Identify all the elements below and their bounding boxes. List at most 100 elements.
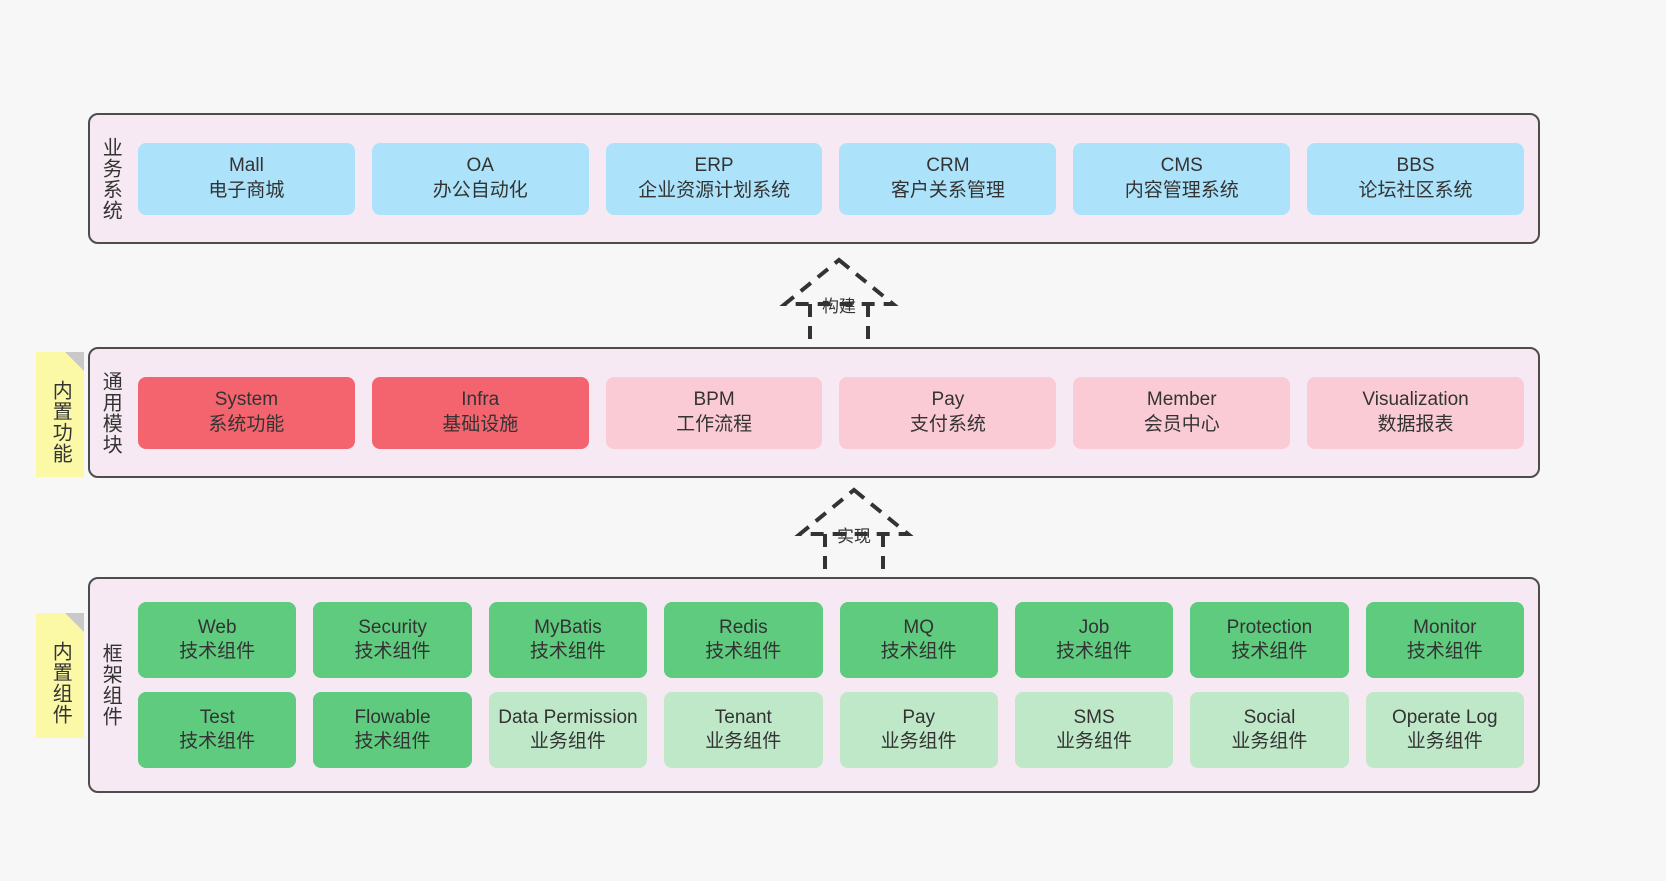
connector-build: 构建 [754, 254, 924, 354]
card-title: SMS [1073, 706, 1115, 728]
card-title: Job [1078, 616, 1110, 638]
card-subtitle: 业务组件 [705, 731, 782, 752]
note-builtin-function: 内置功能 [36, 352, 84, 477]
card-oa[interactable]: OA 办公自动化 [371, 142, 589, 215]
card-redis[interactable]: Redis 技术组件 [664, 602, 823, 678]
card-title: System [214, 389, 279, 411]
card-subtitle: 数据报表 [1377, 413, 1454, 435]
card-subtitle: 技术组件 [1056, 641, 1133, 662]
card-bbs[interactable]: BBS 论坛社区系统 [1307, 142, 1524, 215]
card-subtitle: 基础设施 [442, 413, 519, 435]
card-subtitle: 内容管理系统 [1124, 179, 1239, 201]
layer-title-common-modules: 通用模块 [99, 370, 122, 455]
card-job[interactable]: Job 技术组件 [1014, 602, 1174, 678]
card-title: Test [199, 706, 235, 728]
card-subtitle: 电子商城 [208, 179, 285, 201]
card-title: Visualization [1362, 389, 1469, 411]
card-member[interactable]: Member 会员中心 [1073, 376, 1291, 449]
card-subtitle: 业务组件 [1231, 731, 1308, 752]
card-title: Infra [461, 389, 500, 411]
card-title: Security [358, 616, 427, 638]
card-subtitle: 业务组件 [880, 731, 957, 752]
layer-common-modules: 通用模块 System 系统功能 Infra 基础设施 BPM 工作流程 Pay… [88, 347, 1540, 478]
card-cms[interactable]: CMS 内容管理系统 [1073, 142, 1291, 215]
card-subtitle: 系统功能 [208, 413, 285, 435]
card-title: Mall [228, 155, 264, 177]
card-subtitle: 支付系统 [909, 413, 986, 435]
connector-build-label: 构建 [822, 297, 856, 316]
card-title: Protection [1226, 616, 1313, 638]
card-title: Social [1243, 706, 1296, 728]
card-title: Redis [719, 616, 768, 638]
card-subtitle: 业务组件 [1406, 731, 1483, 752]
card-title: Pay [902, 706, 936, 728]
card-subtitle: 技术组件 [529, 641, 606, 662]
card-operate-log[interactable]: Operate Log 业务组件 [1365, 692, 1524, 768]
card-pay-component[interactable]: Pay 业务组件 [839, 692, 998, 768]
card-title: CRM [926, 155, 970, 177]
card-title: Monitor [1413, 616, 1477, 638]
card-subtitle: 客户关系管理 [890, 179, 1005, 201]
note-text: 内置功能 [49, 379, 72, 464]
card-row: Web 技术组件 Security 技术组件 MyBatis 技术组件 Redi… [138, 602, 1524, 678]
card-subtitle: 技术组件 [179, 641, 256, 662]
card-bpm[interactable]: BPM 工作流程 [605, 376, 823, 449]
card-title: Member [1146, 389, 1217, 411]
card-subtitle: 技术组件 [1231, 641, 1308, 662]
card-subtitle: 工作流程 [676, 413, 753, 435]
card-subtitle: 技术组件 [354, 641, 431, 662]
card-subtitle: 企业资源计划系统 [638, 179, 791, 201]
card-subtitle: 技术组件 [880, 641, 957, 662]
card-tenant[interactable]: Tenant 业务组件 [664, 692, 823, 768]
card-title: MyBatis [534, 616, 602, 638]
note-text: 内置组件 [49, 640, 72, 725]
card-web[interactable]: Web 技术组件 [138, 602, 297, 678]
card-title: Pay [931, 389, 965, 411]
card-infra[interactable]: Infra 基础设施 [371, 376, 589, 449]
card-title: Operate Log [1391, 706, 1498, 728]
card-pay-module[interactable]: Pay 支付系统 [839, 376, 1057, 449]
card-test[interactable]: Test 技术组件 [138, 692, 297, 768]
card-protection[interactable]: Protection 技术组件 [1190, 602, 1349, 678]
layer-body-business-system: Mall 电子商城 OA 办公自动化 ERP 企业资源计划系统 CRM 客户关系… [130, 115, 1538, 242]
card-subtitle: 业务组件 [1056, 731, 1133, 752]
card-subtitle: 技术组件 [354, 731, 431, 752]
card-subtitle: 技术组件 [705, 641, 782, 662]
card-subtitle: 会员中心 [1143, 413, 1220, 435]
card-erp[interactable]: ERP 企业资源计划系统 [605, 142, 823, 215]
note-builtin-component: 内置组件 [36, 613, 84, 738]
card-mq[interactable]: MQ 技术组件 [839, 602, 998, 678]
card-social[interactable]: Social 业务组件 [1190, 692, 1349, 768]
card-data-permission[interactable]: Data Permission 业务组件 [488, 692, 648, 768]
card-subtitle: 技术组件 [1406, 641, 1483, 662]
connector-realize-label: 实现 [837, 527, 871, 546]
card-crm[interactable]: CRM 客户关系管理 [839, 142, 1057, 215]
connector-realize: 实现 [769, 484, 939, 584]
card-subtitle: 业务组件 [529, 731, 606, 752]
card-title: Flowable [354, 706, 431, 728]
layer-body-framework-components: Web 技术组件 Security 技术组件 MyBatis 技术组件 Redi… [130, 579, 1538, 791]
card-title: ERP [694, 155, 734, 177]
card-system[interactable]: System 系统功能 [138, 376, 355, 449]
card-sms[interactable]: SMS 业务组件 [1014, 692, 1174, 768]
layer-business-system: 业务系统 Mall 电子商城 OA 办公自动化 ERP 企业资源计划系统 CRM… [88, 113, 1540, 244]
card-title: BPM [693, 389, 735, 411]
card-monitor[interactable]: Monitor 技术组件 [1365, 602, 1524, 678]
card-title: Tenant [714, 706, 772, 728]
card-row: Mall 电子商城 OA 办公自动化 ERP 企业资源计划系统 CRM 客户关系… [138, 142, 1524, 215]
card-security[interactable]: Security 技术组件 [313, 602, 472, 678]
card-flowable[interactable]: Flowable 技术组件 [313, 692, 472, 768]
card-title: Data Permission [498, 706, 638, 728]
layer-body-common-modules: System 系统功能 Infra 基础设施 BPM 工作流程 Pay 支付系统… [130, 349, 1538, 476]
card-visualization[interactable]: Visualization 数据报表 [1307, 376, 1524, 449]
layer-title-business-system: 业务系统 [99, 136, 122, 221]
card-title: MQ [903, 616, 934, 638]
card-title: CMS [1160, 155, 1203, 177]
card-mybatis[interactable]: MyBatis 技术组件 [488, 602, 648, 678]
layer-title-framework-components: 框架组件 [99, 643, 122, 727]
card-mall[interactable]: Mall 电子商城 [138, 142, 355, 215]
card-title: OA [466, 155, 494, 177]
card-subtitle: 办公自动化 [432, 179, 528, 201]
card-title: Web [197, 616, 237, 638]
